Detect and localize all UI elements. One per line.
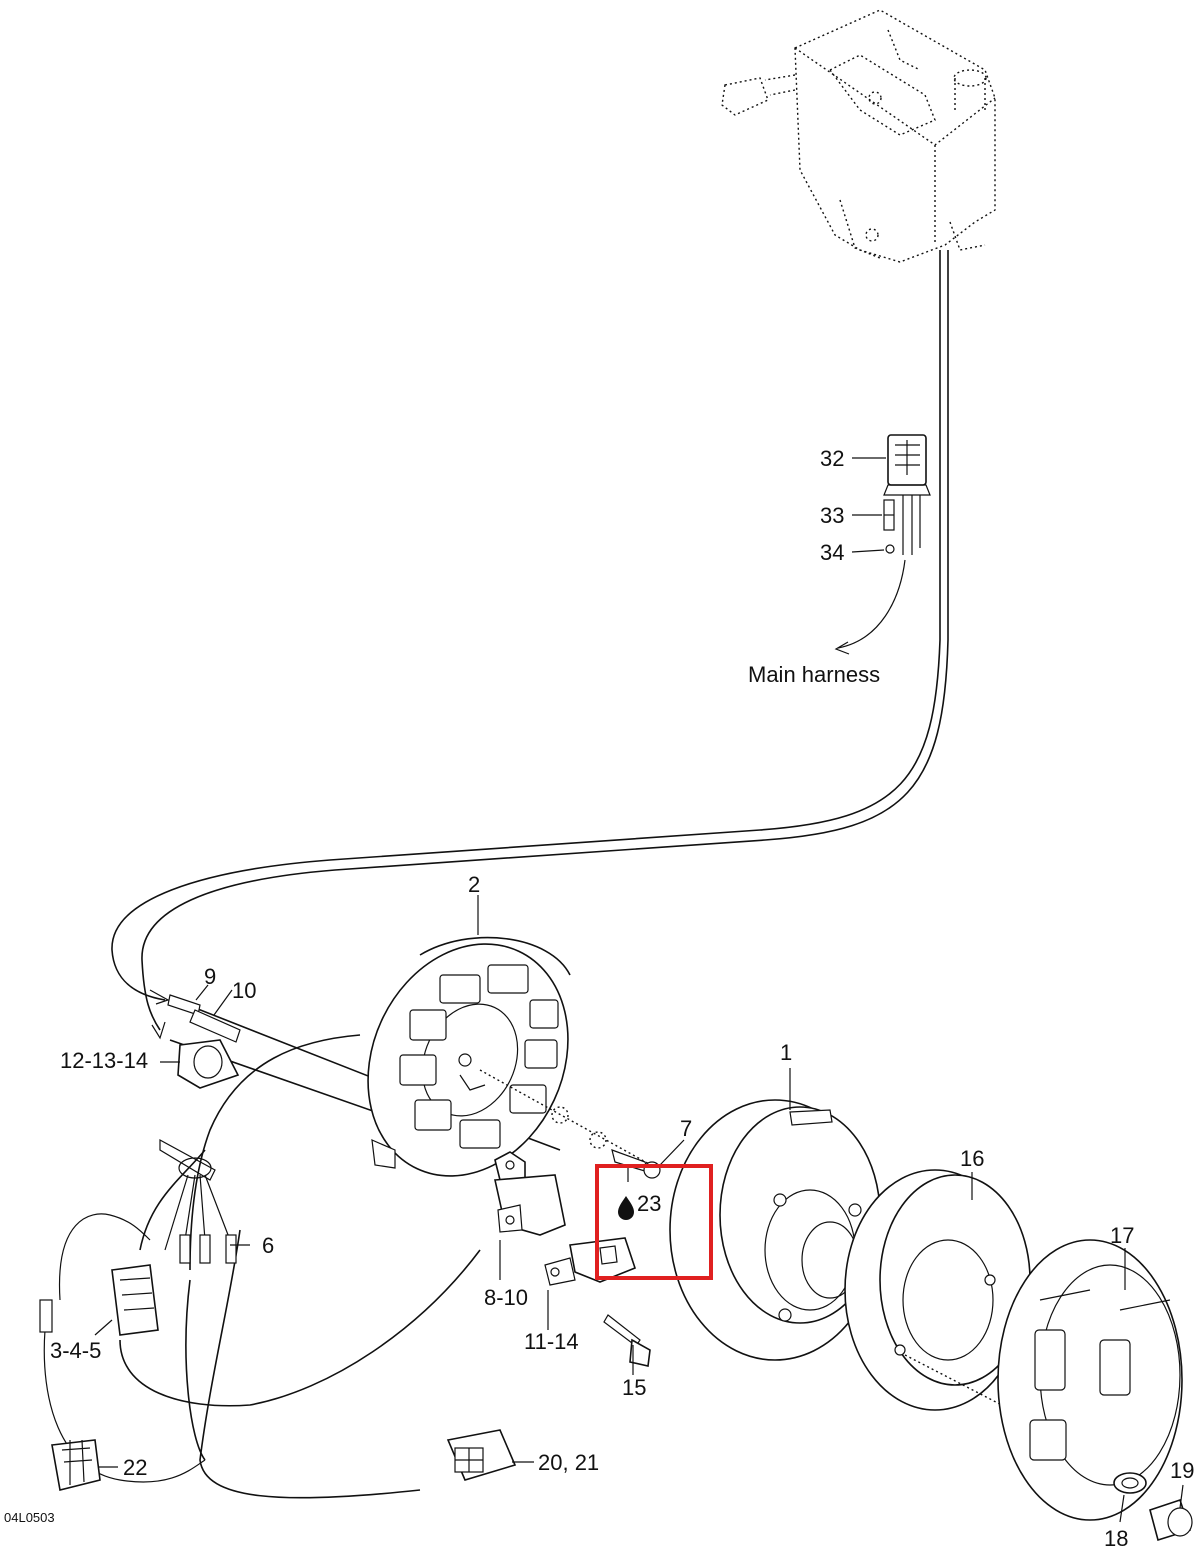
callout-19: 19 (1170, 1458, 1194, 1483)
main-harness-label: Main harness (748, 662, 880, 687)
liquid-drop-icon (618, 1196, 634, 1220)
callout-23: 23 (637, 1191, 661, 1216)
highlight-part-23[interactable]: 23 (595, 1164, 713, 1280)
callout-3-4-5: 3-4-5 (50, 1338, 101, 1363)
callout-22: 22 (123, 1455, 147, 1480)
ignition-harness-cable (111, 250, 949, 1040)
callout-15: 15 (622, 1375, 646, 1400)
starting-ring (844, 1169, 1051, 1431)
ignition-module (721, 9, 996, 263)
washer-18 (1113, 1472, 1147, 1494)
callout-33: 33 (820, 503, 844, 528)
callout-11-14: 11-14 (524, 1329, 579, 1354)
callout-1: 1 (780, 1040, 792, 1065)
terminal-33 (883, 499, 895, 531)
cover (997, 1239, 1183, 1521)
callout-18: 18 (1104, 1526, 1128, 1551)
main-harness-arrowhead (834, 641, 850, 655)
callout-10: 10 (232, 978, 256, 1003)
callout-2: 2 (468, 872, 480, 897)
drawing-code: 04L0503 (4, 1510, 55, 1525)
highlight-box[interactable] (595, 1164, 713, 1280)
callout-8-10: 8-10 (484, 1285, 528, 1310)
callout-9: 9 (204, 964, 216, 989)
callout-32: 32 (820, 446, 844, 471)
trigger-coil (494, 1151, 636, 1286)
callout-labels: 32 33 34 Main harness 2 9 10 12-13-14 1 … (4, 446, 1194, 1551)
callout-6: 6 (262, 1233, 274, 1258)
flywheel (669, 1099, 881, 1361)
callout-7: 7 (680, 1116, 692, 1141)
main-harness-arrow (837, 559, 906, 649)
stator (367, 936, 571, 1177)
callout-12-13-14: 12-13-14 (60, 1048, 148, 1073)
callout-34: 34 (820, 540, 844, 565)
connector-32 (883, 434, 931, 555)
screw-15 (603, 1314, 651, 1367)
screw-19 (1149, 1498, 1193, 1542)
callout-16: 16 (960, 1146, 984, 1171)
seal-34 (885, 544, 895, 554)
callout-17: 17 (1110, 1223, 1134, 1248)
callout-20-21: 20, 21 (538, 1450, 599, 1475)
